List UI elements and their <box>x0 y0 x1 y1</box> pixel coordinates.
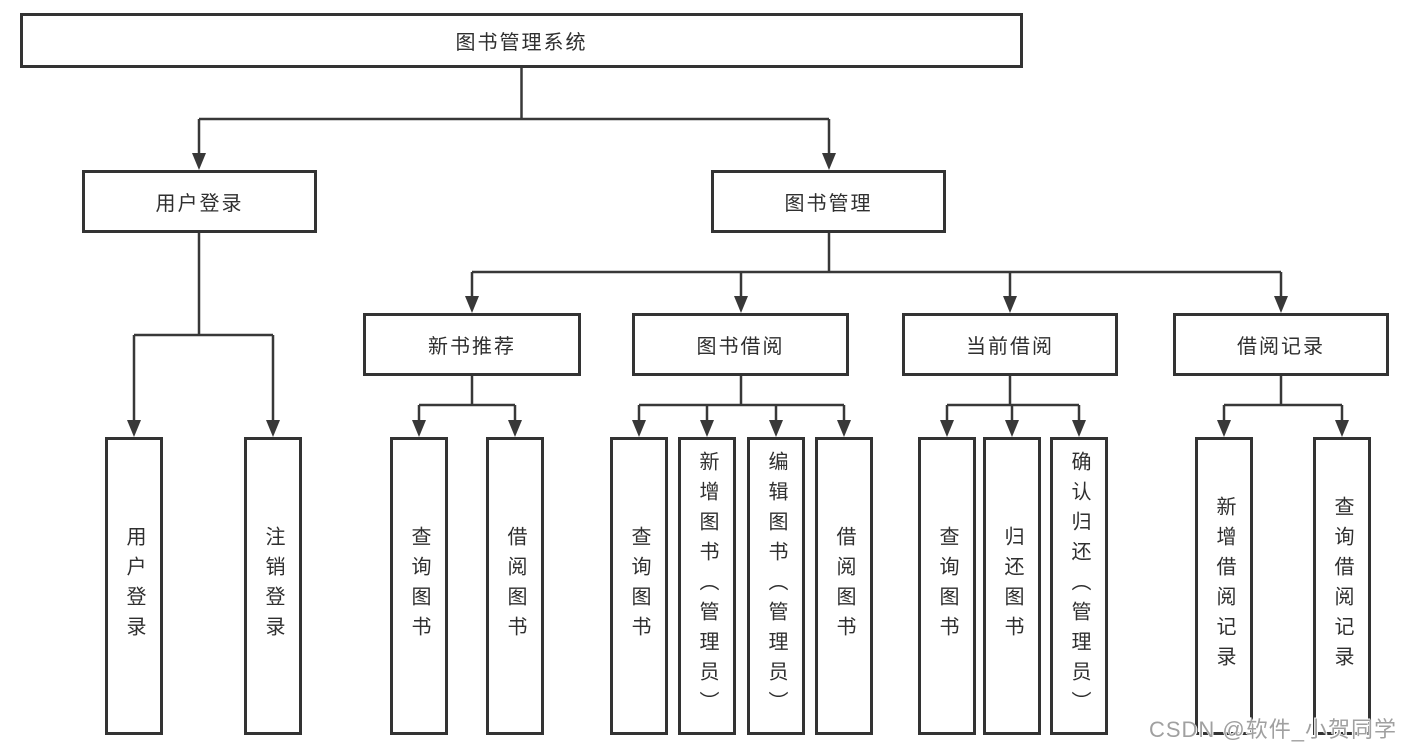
leaf-query-books-recommend: 查询图书 <box>390 437 448 735</box>
leaf-add-books-admin: 新增图书（管理员） <box>678 437 736 735</box>
leaf-query-books-borrowing: 查询图书 <box>610 437 668 735</box>
node-borrowing-records: 借阅记录 <box>1173 313 1389 376</box>
leaf-query-borrow-record: 查询借阅记录 <box>1313 437 1371 735</box>
node-current-borrowing: 当前借阅 <box>902 313 1118 376</box>
leaf-add-borrow-record: 新增借阅记录 <box>1195 437 1253 735</box>
leaf-user-login: 用户登录 <box>105 437 163 735</box>
leaf-confirm-return-admin: 确认归还（管理员） <box>1050 437 1108 735</box>
watermark: CSDN @软件_小贺同学 <box>1148 717 1397 742</box>
node-book-borrowing: 图书借阅 <box>632 313 849 376</box>
leaf-logout: 注销登录 <box>244 437 302 735</box>
node-book-management-branch: 图书管理 <box>711 170 946 233</box>
leaf-borrow-books-recommend: 借阅图书 <box>486 437 544 735</box>
leaf-return-books: 归还图书 <box>983 437 1041 735</box>
leaf-borrow-books-borrowing: 借阅图书 <box>815 437 873 735</box>
leaf-query-books-current: 查询图书 <box>918 437 976 735</box>
node-library-management-system: 图书管理系统 <box>20 13 1023 68</box>
node-user-login-branch: 用户登录 <box>82 170 317 233</box>
leaf-edit-books-admin: 编辑图书（管理员） <box>747 437 805 735</box>
node-new-book-recommendation: 新书推荐 <box>363 313 581 376</box>
